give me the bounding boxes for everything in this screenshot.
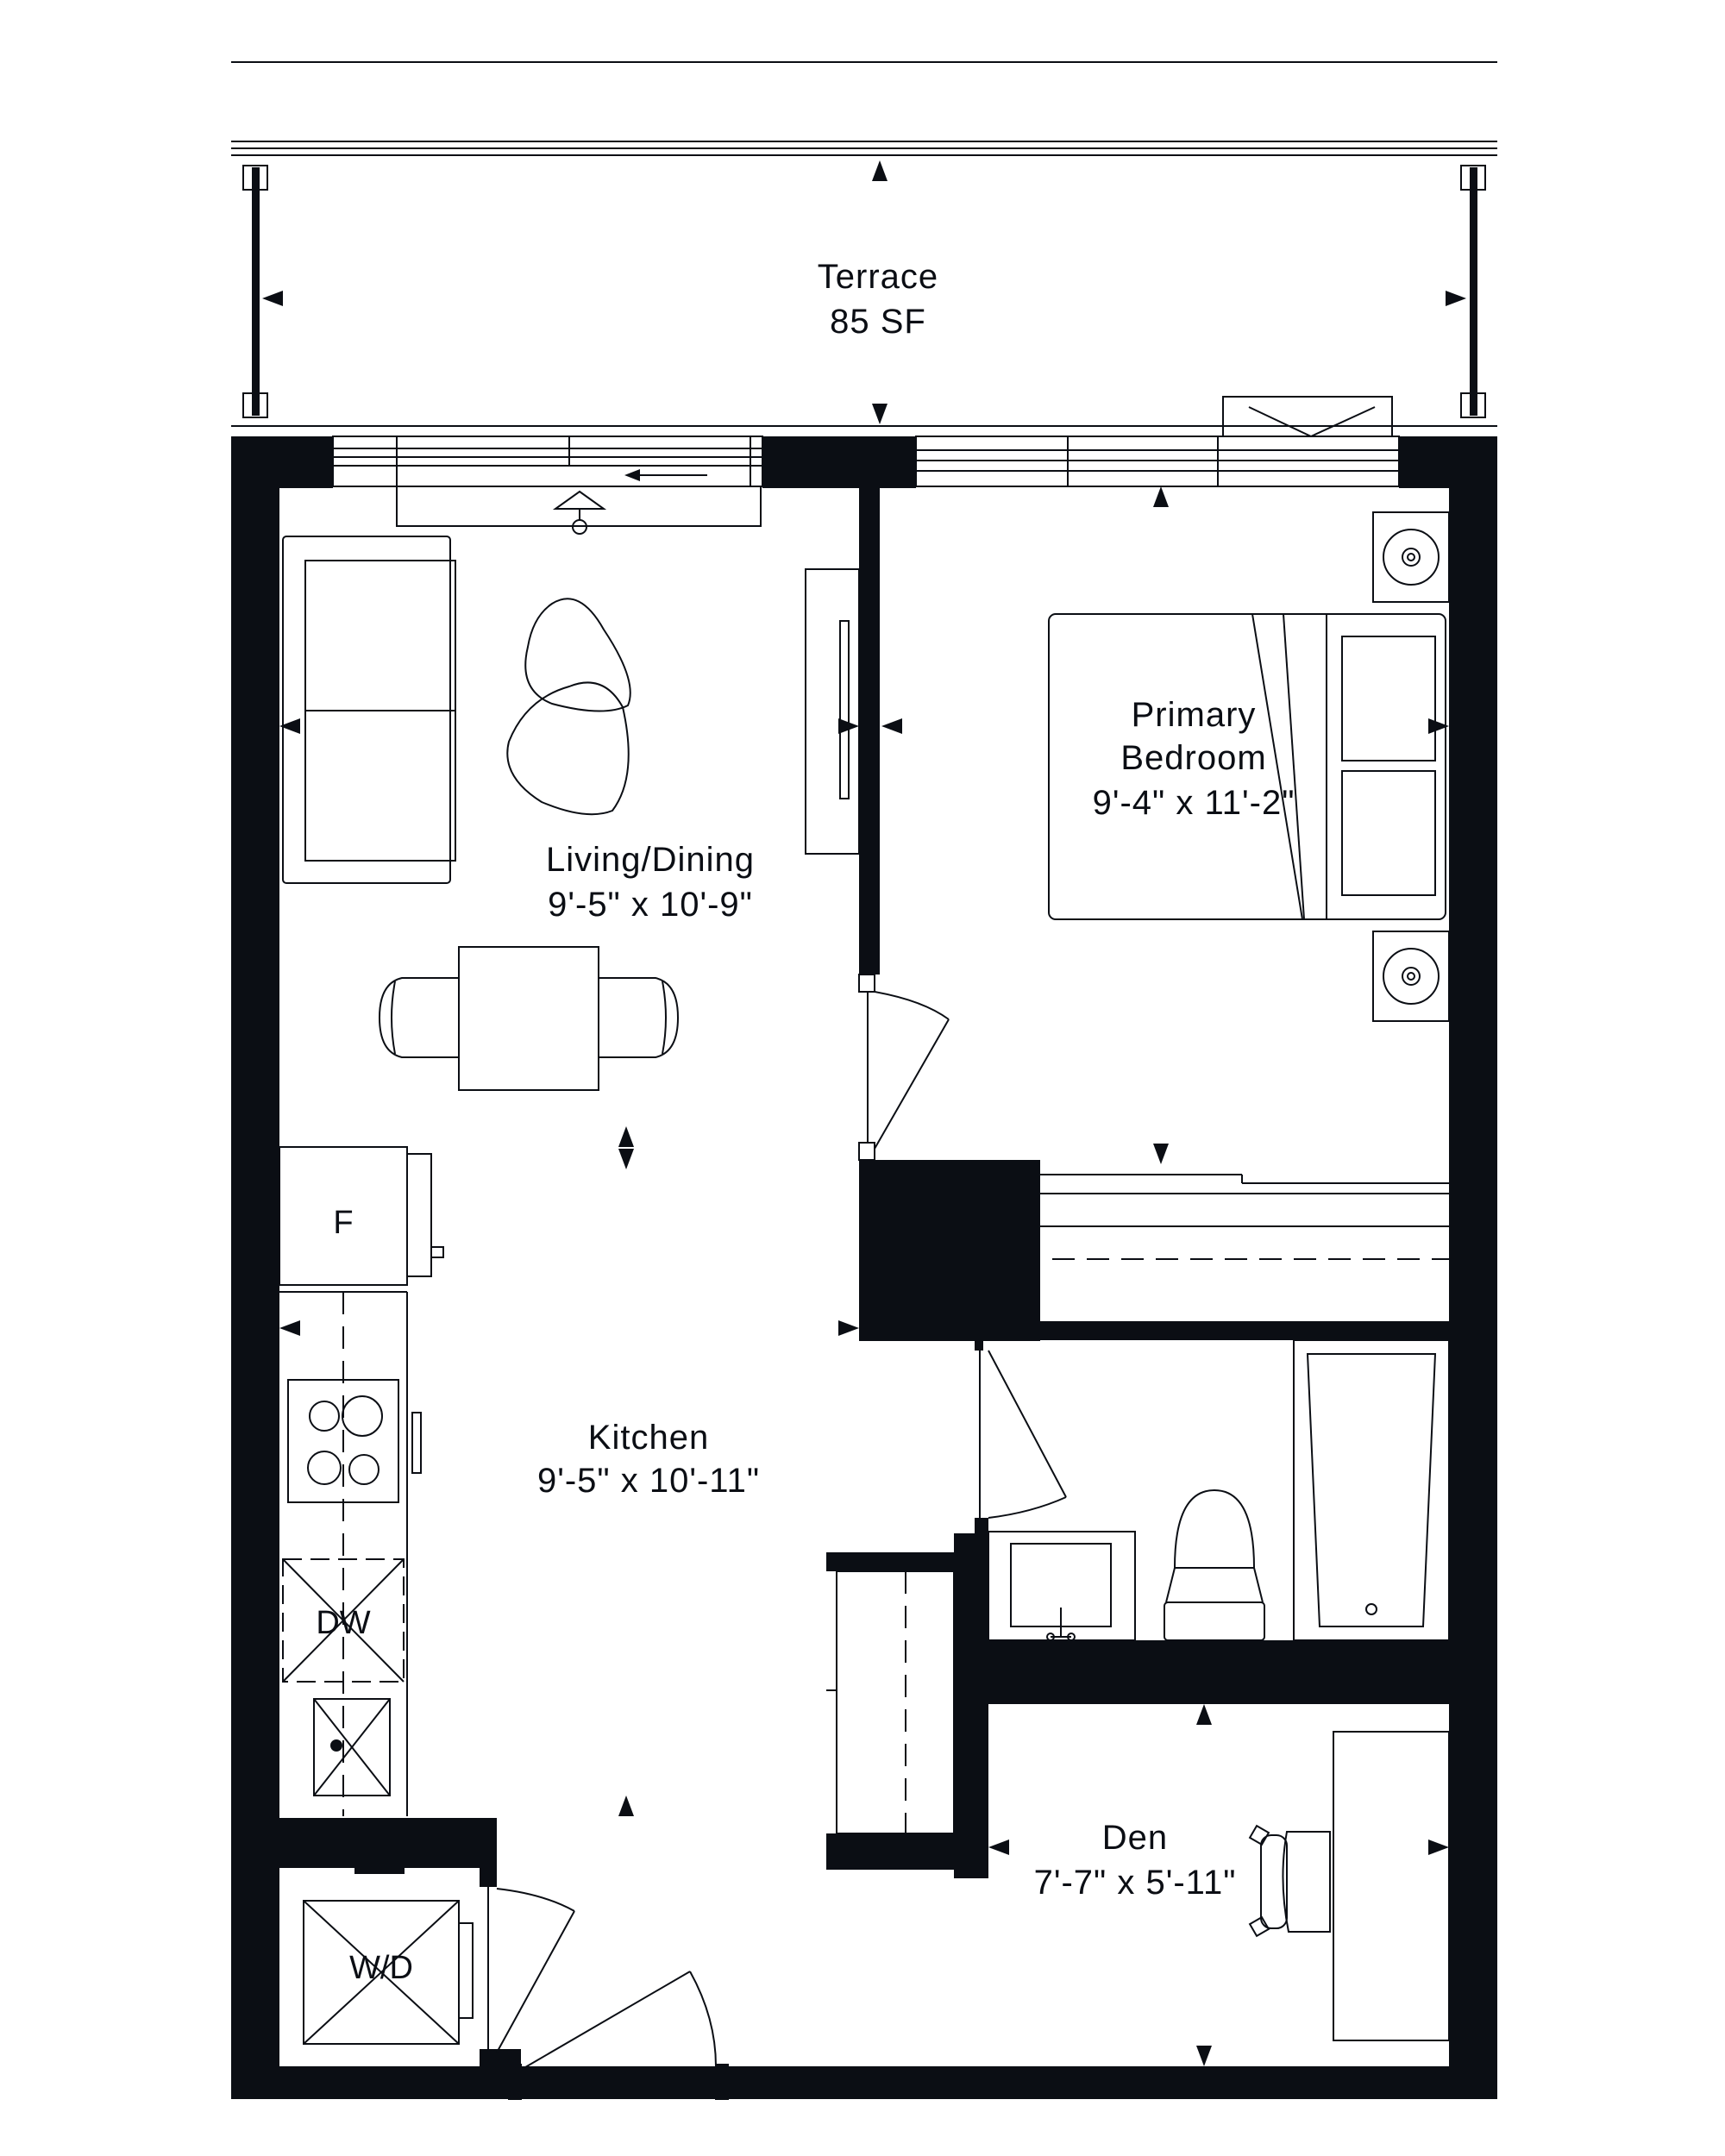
bed	[1048, 613, 1446, 920]
primary-bedroom-name-line1: Primary	[1132, 696, 1257, 734]
living-dining-dims: 9'-5" x 10'-9"	[548, 886, 753, 924]
sofa	[282, 536, 456, 884]
living-dining-name: Living/Dining	[546, 841, 755, 879]
bathtub	[1293, 1339, 1450, 1641]
den-closet	[826, 1570, 955, 1834]
bedroom-door	[858, 974, 950, 1161]
fridge-label: F	[333, 1205, 353, 1241]
dishwasher-label: DW	[316, 1605, 370, 1641]
washer-dryer-label: W/D	[349, 1950, 413, 1986]
den-chair	[1248, 1824, 1331, 1938]
windows	[332, 396, 1400, 527]
bedroom-closet	[1040, 1174, 1449, 1260]
terrace-door-indicator	[552, 469, 707, 535]
bathroom-door	[979, 1350, 1067, 1519]
washer-dryer	[303, 1867, 474, 2045]
terrace-name: Terrace	[818, 258, 938, 296]
tv-unit	[805, 568, 860, 855]
laundry-door	[487, 1887, 575, 2053]
kitchen-sink	[313, 1698, 391, 1796]
fridge	[279, 1146, 444, 1286]
primary-bedroom-dims: 9'-4" x 11'-2"	[1093, 784, 1295, 822]
cooktop	[287, 1379, 422, 1503]
walls	[231, 436, 1497, 2099]
dimension-arrows	[262, 160, 1466, 2066]
vanity-sink	[988, 1531, 1136, 1641]
den-dims: 7'-7" x 5'-11"	[1034, 1864, 1237, 1902]
terrace-area: 85 SF	[830, 303, 926, 341]
entry-door	[508, 1971, 729, 2100]
lounge-chairs	[506, 598, 631, 816]
terrace-railing	[231, 141, 1497, 427]
kitchen-name: Kitchen	[588, 1419, 709, 1457]
kitchen-dims: 9'-5" x 10'-11"	[537, 1462, 760, 1500]
den-name: Den	[1102, 1819, 1168, 1857]
toilet	[1164, 1489, 1265, 1641]
terrace-glass-right	[1470, 167, 1477, 416]
dining-set	[378, 946, 680, 1091]
nightstands	[1372, 511, 1450, 1022]
den-desk	[1333, 1731, 1450, 2041]
dishwasher	[282, 1558, 405, 1683]
terrace-glass-left	[252, 167, 260, 416]
primary-bedroom-name-line2: Bedroom	[1120, 739, 1266, 777]
